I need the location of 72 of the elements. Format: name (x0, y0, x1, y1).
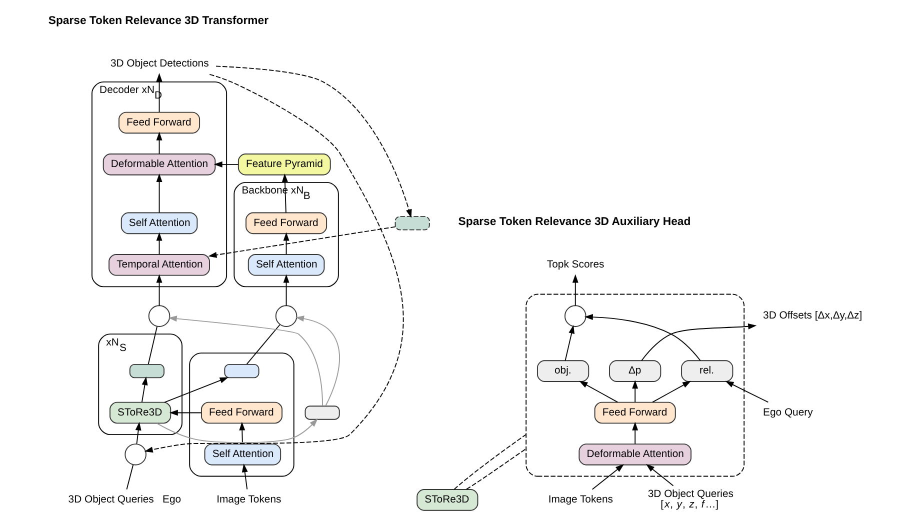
node-text: Topk Scores (546, 260, 604, 271)
arrow (140, 376, 148, 403)
arrow (640, 323, 756, 362)
cluster (525, 294, 744, 477)
node-text: 3D Offsets [Δx,Δy,Δz] (762, 310, 862, 322)
arrow (724, 380, 768, 403)
arrow (282, 274, 289, 306)
node-circle (274, 305, 297, 327)
node-box (304, 406, 340, 420)
arrow (208, 226, 396, 258)
node-box: Feed Forward (200, 402, 282, 424)
node-text: Ego Query (762, 407, 812, 418)
arrow (632, 422, 638, 444)
node-box: Temporal Attention (108, 254, 210, 276)
node-box: Δp (608, 360, 661, 382)
arrow (281, 173, 288, 214)
node-box: Deformable Attention (102, 154, 216, 176)
arrow (164, 377, 228, 403)
arrow (215, 66, 412, 218)
node-circle (564, 305, 586, 327)
arrow (584, 314, 700, 361)
node-box (128, 364, 164, 378)
arrow (134, 422, 141, 444)
node-box: Feature Pyramid (237, 154, 330, 176)
node-text: 3D Object Queries Ego (68, 494, 181, 506)
node-text: 3D Object Detections (110, 58, 208, 70)
node-text: Image Tokens (548, 494, 612, 506)
arrow (156, 132, 162, 154)
label: Sparse Token Relevance 3D Transformer (48, 15, 268, 28)
arrow (241, 464, 248, 490)
arrow (591, 464, 624, 490)
connector (453, 434, 526, 490)
arrow (282, 232, 289, 255)
arrow (156, 173, 162, 214)
arrow (294, 316, 340, 406)
arrow (168, 316, 322, 406)
connector (246, 324, 280, 364)
arrow (652, 380, 691, 403)
node-box: Self Attention (247, 254, 324, 276)
arrow (156, 232, 162, 255)
arrow (168, 410, 202, 416)
arrow (238, 422, 245, 444)
connector (465, 448, 526, 490)
label: Sparse Token Relevance 3D Auxiliary Head (458, 216, 690, 228)
arrow (156, 274, 162, 306)
node-text: Image Tokens (216, 494, 281, 506)
node-circle (124, 444, 146, 466)
node-box: rel. (680, 360, 733, 382)
arrow (632, 380, 638, 403)
node-box: obj. (536, 360, 589, 382)
node-box: SToRe3D (109, 402, 171, 424)
node-box: Deformable Attention (578, 444, 691, 466)
node-circle (148, 305, 170, 327)
node-box: Self Attention (204, 444, 281, 466)
arrow (645, 464, 674, 486)
cluster (188, 352, 294, 477)
node-box: Feed Forward (245, 212, 327, 234)
arrow (572, 274, 578, 306)
connector (126, 464, 134, 490)
node-box: Self Attention (120, 212, 198, 234)
node-box: SToRe3D (416, 489, 478, 511)
node-box: Feed Forward (118, 112, 200, 134)
node-text: 3D Object Queries [x, y, z, f…] (647, 488, 733, 510)
arrow (564, 325, 574, 362)
node-box: Feed Forward (594, 402, 676, 424)
arrow (213, 161, 238, 168)
arrow (144, 74, 404, 453)
connector (147, 326, 158, 364)
node-box (394, 216, 430, 230)
node-box (224, 364, 259, 378)
arrow (578, 380, 618, 403)
arrow (156, 418, 318, 444)
